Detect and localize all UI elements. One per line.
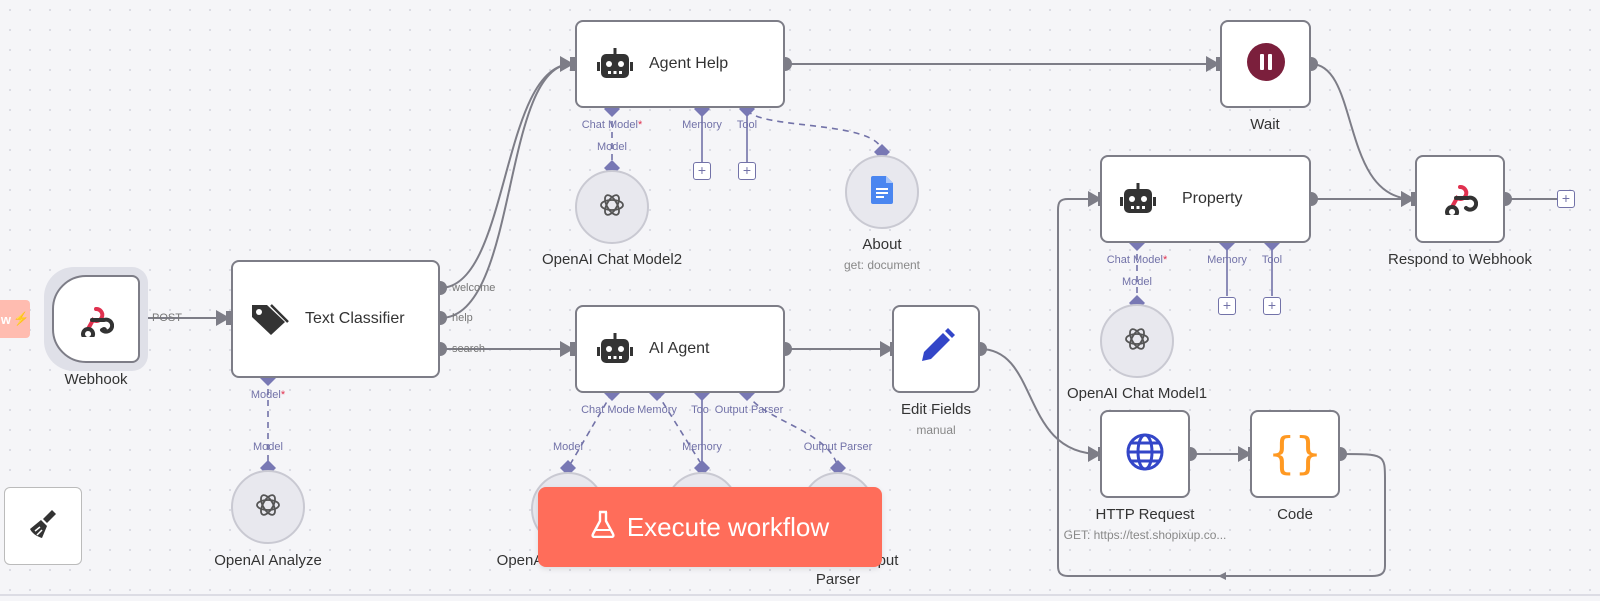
agent-help-title: Agent Help [649, 55, 729, 72]
code-label: Code [1277, 506, 1313, 523]
execute-workflow-label: Execute workflow [626, 511, 830, 542]
add-tool-button[interactable]: + [1263, 297, 1281, 315]
openai-chat-model2-label: OpenAI Chat Model2 [541, 251, 683, 268]
respond-to-webhook-label: Respond to Webhook [1388, 251, 1532, 268]
openai-icon [597, 190, 627, 225]
ai-output-parser-port: Output Parser [803, 441, 873, 453]
required-mark: * [637, 119, 643, 131]
wait-node[interactable] [1220, 20, 1311, 108]
plus-icon: + [1561, 190, 1571, 206]
robot-icon [597, 333, 633, 365]
analyze-model-port: Model [253, 441, 283, 453]
braces-icon: {} [1268, 428, 1322, 479]
trigger-tab-text: w [0, 311, 11, 327]
lightning-icon: ⚡ [12, 311, 30, 326]
output-welcome: welcome [452, 282, 496, 294]
edit-fields-node[interactable] [892, 305, 980, 393]
add-next-node-button[interactable]: + [1557, 190, 1575, 208]
edge-label-post: POST [152, 312, 182, 324]
plus-icon: + [697, 162, 707, 178]
edge-welcome-agent-help [439, 63, 573, 289]
property-title: Property [1182, 190, 1243, 207]
add-tool-button[interactable]: + [738, 162, 756, 180]
edge-edit-http [979, 348, 1102, 462]
http-request-node[interactable] [1100, 410, 1190, 498]
google-doc-icon [871, 175, 893, 209]
agent-help-chat-model-port: Chat Model* [581, 119, 643, 131]
ai-agent-node[interactable]: AI Agent [575, 305, 785, 393]
plus-icon: + [1267, 297, 1277, 313]
ai-output-parser-label-line1: put [877, 552, 899, 569]
openai-icon [1122, 324, 1152, 359]
chat-model2-port: Model [597, 141, 627, 153]
wait-label: Wait [1250, 116, 1280, 133]
ai-agent-tool-port: Too [691, 404, 709, 416]
output-search: search [452, 343, 486, 355]
required-mark: * [1162, 254, 1168, 266]
ai-output-parser-label-line2: Parser [815, 571, 861, 588]
edit-fields-label: Edit Fields [900, 401, 972, 418]
robot-icon [597, 48, 633, 80]
clear-execution-button[interactable] [4, 487, 82, 565]
ai-agent-output-parser-port: Output Parser [714, 404, 784, 416]
respond-to-webhook-node[interactable] [1415, 155, 1505, 243]
edge-wait-respond [1310, 63, 1415, 207]
robot-icon [1120, 183, 1156, 215]
required-mark: * [280, 389, 286, 401]
openai-analyze-node[interactable] [231, 470, 305, 544]
ai-model-port: Model [553, 441, 583, 453]
add-memory-button[interactable]: + [693, 162, 711, 180]
broom-icon [26, 507, 60, 546]
agent-help-node[interactable]: Agent Help [575, 20, 785, 108]
ai-chat-model-label: OpenA [496, 552, 544, 569]
chat-model1-port: Model [1122, 276, 1152, 288]
http-request-label: HTTP Request [1095, 506, 1195, 523]
add-memory-button[interactable]: + [1218, 297, 1236, 315]
webhook-node[interactable] [52, 275, 140, 363]
property-node[interactable]: Property [1100, 155, 1311, 243]
http-request-sublabel: GET: https://test.shopixup.co... [1063, 528, 1227, 542]
edit-fields-sublabel: manual [916, 423, 956, 437]
ai-agent-chat-model-port: Chat Mode [581, 404, 635, 416]
property-memory-port: Memory [1207, 254, 1247, 266]
openai-chat-model1-label: OpenAI Chat Model1 [1066, 385, 1208, 402]
openai-analyze-label: OpenAI Analyze [214, 552, 322, 569]
code-node[interactable]: {} [1250, 410, 1340, 498]
ai-agent-memory-port: Memory [637, 404, 677, 416]
openai-icon [253, 490, 283, 525]
text-classifier-title: Text Classifier [305, 310, 405, 327]
pause-icon [1246, 42, 1285, 86]
property-chat-model-port: Chat Model* [1106, 254, 1168, 266]
globe-icon [1125, 432, 1165, 477]
openai-chat-model1-node[interactable] [1100, 304, 1174, 378]
trigger-tab[interactable]: w ⚡ [0, 300, 30, 338]
pencil-icon [916, 327, 956, 372]
text-classifier-node[interactable]: Text Classifier [231, 260, 440, 378]
tag-icon [249, 302, 289, 336]
plus-icon: + [742, 162, 752, 178]
webhook-icon [78, 301, 114, 337]
ai-memory-port: Memory [682, 441, 722, 453]
openai-chat-model2-node[interactable] [575, 170, 649, 244]
about-label: About [862, 236, 902, 253]
ai-agent-title: AI Agent [649, 340, 710, 357]
output-help: help [452, 312, 473, 324]
plus-icon: + [1222, 297, 1232, 313]
property-tool-port: Tool [1261, 254, 1283, 266]
execute-workflow-button[interactable]: Execute workflow [538, 487, 882, 567]
classifier-model-port: Model* [250, 389, 286, 401]
edge-help-agent-help [439, 56, 574, 319]
agent-help-memory-port: Memory [682, 119, 722, 131]
agent-help-tool-port: Tool [736, 119, 758, 131]
canvas-bottom-divider [0, 594, 1600, 596]
flask-icon [591, 510, 615, 545]
about-sublabel: get: document [843, 258, 921, 272]
about-node[interactable] [845, 155, 919, 229]
webhook-icon [1442, 179, 1479, 220]
webhook-label: Webhook [64, 371, 128, 388]
